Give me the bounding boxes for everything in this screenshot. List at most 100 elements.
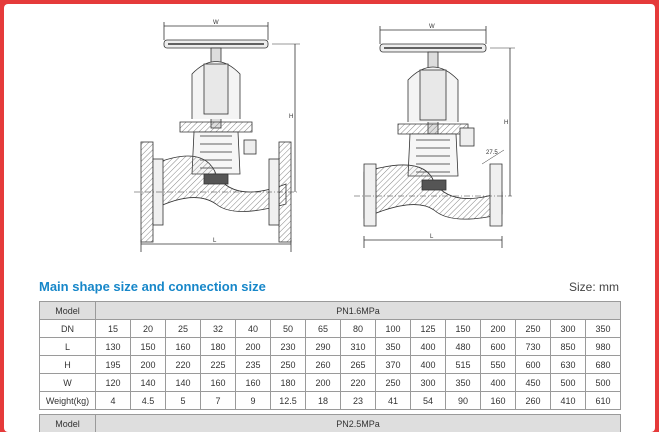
- table-cell: 265: [340, 355, 376, 374]
- table-cell: 150: [445, 319, 481, 338]
- table-cell: 550: [480, 355, 516, 374]
- table-cell: 300: [410, 373, 446, 392]
- table-cell: 500: [550, 373, 586, 392]
- left-h-label: H: [289, 114, 293, 120]
- table-cell: 7: [200, 391, 236, 410]
- table-cell: 50: [270, 319, 306, 338]
- valve-drawings: W H L: [134, 20, 515, 252]
- table-cell: 400: [480, 373, 516, 392]
- table-cell: 160: [480, 391, 516, 410]
- table-cell: 90: [445, 391, 481, 410]
- row-label: H: [39, 355, 96, 374]
- table-cell: 180: [200, 337, 236, 356]
- left-w-label: W: [213, 20, 219, 26]
- table-cell: 350: [375, 337, 411, 356]
- page-frame: W H L: [4, 4, 655, 432]
- table-cell: 515: [445, 355, 481, 374]
- table-cell: 400: [410, 337, 446, 356]
- table-cell: 220: [340, 373, 376, 392]
- table-cell: 200: [305, 373, 341, 392]
- table-cell: 15: [95, 319, 131, 338]
- table-cell: 4: [95, 391, 131, 410]
- row-label: Weight(kg): [39, 391, 96, 410]
- table-cell: 40: [235, 319, 271, 338]
- table-cell: 630: [550, 355, 586, 374]
- table-cell: 32: [200, 319, 236, 338]
- table-cell: 680: [585, 355, 621, 374]
- table-cell: 730: [515, 337, 551, 356]
- table-cell: 310: [340, 337, 376, 356]
- table-cell: 150: [130, 337, 166, 356]
- table-cell: 220: [165, 355, 201, 374]
- table-cell: 260: [305, 355, 341, 374]
- right-w-label: W: [429, 24, 435, 30]
- table-cell: 140: [165, 373, 201, 392]
- table-row: DN 15 20 25 32 40 50 65 80 100 125 150 2…: [39, 319, 621, 338]
- table-cell: 980: [585, 337, 621, 356]
- table-cell: 4.5: [130, 391, 166, 410]
- table-cell: 100: [375, 319, 411, 338]
- row-label: DN: [39, 319, 96, 338]
- welded-globe-valve-drawing: [354, 26, 515, 248]
- table-cell: 235: [235, 355, 271, 374]
- right-h-label: H: [504, 120, 508, 126]
- table-cell: 500: [585, 373, 621, 392]
- table-row: H 195 200 220 225 235 250 260 265 370 40…: [39, 355, 621, 374]
- unit-label: Size: mm: [568, 280, 619, 294]
- table-cell: 200: [130, 355, 166, 374]
- table-cell: 160: [200, 373, 236, 392]
- table-cell: 250: [270, 355, 306, 374]
- table-cell: 225: [200, 355, 236, 374]
- table-cell: 54: [410, 391, 446, 410]
- table-header-row: Model PN2.5MPa: [39, 414, 621, 432]
- table-cell: 65: [305, 319, 341, 338]
- table-cell: 9: [235, 391, 271, 410]
- table-cell: 370: [375, 355, 411, 374]
- table-cell: 410: [550, 391, 586, 410]
- table-cell: 290: [305, 337, 341, 356]
- table-cell: 23: [340, 391, 376, 410]
- pressure-header: PN1.6MPa: [95, 301, 621, 320]
- table-cell: 300: [550, 319, 586, 338]
- right-angle-label: 27.5: [486, 150, 498, 156]
- table-cell: 350: [445, 373, 481, 392]
- table-cell: 25: [165, 319, 201, 338]
- pressure-header: PN2.5MPa: [95, 414, 621, 432]
- table-cell: 12.5: [270, 391, 306, 410]
- table-cell: 200: [480, 319, 516, 338]
- table-cell: 5: [165, 391, 201, 410]
- table-cell: 450: [515, 373, 551, 392]
- table-cell: 600: [515, 355, 551, 374]
- table-cell: 610: [585, 391, 621, 410]
- table-cell: 125: [410, 319, 446, 338]
- row-label: W: [39, 373, 96, 392]
- table-cell: 195: [95, 355, 131, 374]
- model-header: Model: [39, 414, 96, 432]
- table-cell: 140: [130, 373, 166, 392]
- table-cell: 260: [515, 391, 551, 410]
- table-cell: 850: [550, 337, 586, 356]
- table-cell: 250: [375, 373, 411, 392]
- section-title: Main shape size and connection size: [39, 279, 266, 294]
- table-cell: 120: [95, 373, 131, 392]
- table-cell: 41: [375, 391, 411, 410]
- table-cell: 350: [585, 319, 621, 338]
- table-cell: 200: [235, 337, 271, 356]
- table-cell: 600: [480, 337, 516, 356]
- spec-table-pn25: Model PN2.5MPa: [39, 414, 621, 432]
- table-row: L 130 150 160 180 200 230 290 310 350 40…: [39, 337, 621, 356]
- table-cell: 250: [515, 319, 551, 338]
- table-cell: 20: [130, 319, 166, 338]
- flanged-globe-valve-drawing: [134, 22, 300, 252]
- table-cell: 400: [410, 355, 446, 374]
- table-cell: 130: [95, 337, 131, 356]
- table-cell: 230: [270, 337, 306, 356]
- right-l-label: L: [430, 234, 434, 240]
- table-header-row: Model PN1.6MPa: [39, 301, 621, 320]
- table-cell: 180: [270, 373, 306, 392]
- row-label: L: [39, 337, 96, 356]
- left-l-label: L: [213, 238, 217, 244]
- table-row: W 120 140 140 160 160 180 200 220 250 30…: [39, 373, 621, 392]
- table-cell: 480: [445, 337, 481, 356]
- table-row: Weight(kg) 4 4.5 5 7 9 12.5 18 23 41 54 …: [39, 391, 621, 410]
